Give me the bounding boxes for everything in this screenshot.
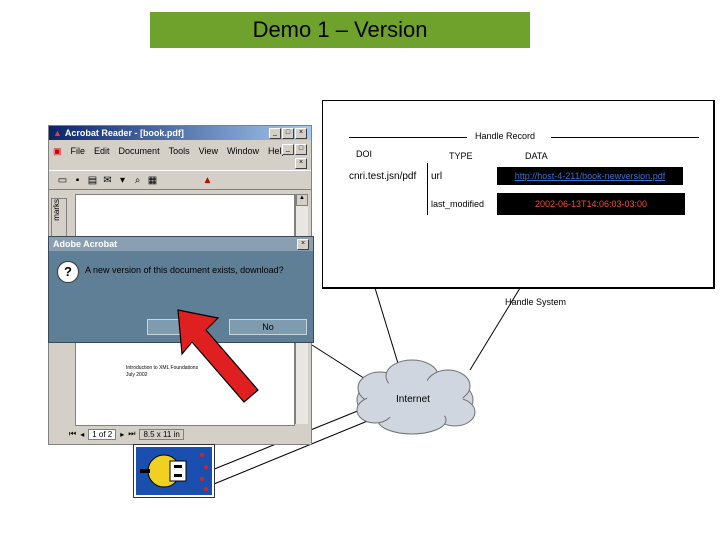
date-value-box: 2002-06-13T14:06:03-03:00 <box>497 193 685 215</box>
last-modified-value: 2002-06-13T14:06:03-03:00 <box>534 199 648 209</box>
pointer-arrow-graphic <box>177 309 259 403</box>
type-column <box>427 163 498 215</box>
column-header-type: TYPE <box>449 151 473 161</box>
print-icon[interactable]: ▤ <box>87 174 98 186</box>
row-type-url: url <box>431 171 443 182</box>
connector-line <box>469 287 521 371</box>
handle-record-title: Handle Record <box>475 131 536 141</box>
handle-system-label: Handle System <box>505 297 567 307</box>
page-size: 8.5 x 11 in <box>139 428 184 440</box>
dialog-titlebar: Adobe Acrobat <box>49 237 313 251</box>
window-title: Acrobat Reader - [book.pdf] <box>64 128 184 138</box>
first-page-icon[interactable]: ⏮ <box>69 429 77 438</box>
column-header-doi: DOI <box>356 149 373 159</box>
acrobat-logo-icon: ▲ <box>53 128 62 138</box>
toolbar: ▭ ▪ ▤ ✉ ▾ ⌕ ▦ ▲ <box>49 170 311 190</box>
page-number: 1 of 2 <box>88 428 117 440</box>
dialog-close-button[interactable]: × <box>297 239 309 250</box>
slide-title: Demo 1 – Version <box>150 12 530 48</box>
question-icon: ? <box>57 261 79 283</box>
url-value-box: http://host-4-211/book-newversion.pdf <box>497 167 683 185</box>
next-page-icon[interactable]: ▸ <box>120 429 125 439</box>
dialog-title: Adobe Acrobat <box>53 239 118 249</box>
divider <box>349 137 467 138</box>
bookmarks-tab[interactable]: marks <box>51 198 67 240</box>
internet-label: Internet <box>396 394 430 405</box>
doc-minimize-button[interactable]: _ <box>282 144 294 155</box>
prev-page-icon[interactable]: ◂ <box>80 429 85 439</box>
email-icon[interactable]: ✉ <box>103 174 112 186</box>
cloud-fill <box>367 380 463 420</box>
plug-graphic <box>136 447 212 495</box>
doi-value: cnri.test.jsn/pdf <box>349 171 417 182</box>
minimize-button[interactable]: _ <box>269 128 281 139</box>
connector-line <box>311 344 371 383</box>
menu-edit[interactable]: Edit <box>94 146 110 156</box>
document-icon: ▣ <box>53 145 62 156</box>
connector-line <box>374 287 401 371</box>
save-icon[interactable]: ▪ <box>75 174 80 186</box>
column-header-data: DATA <box>525 151 548 161</box>
menu-tools[interactable]: Tools <box>168 146 190 156</box>
search-icon[interactable]: ⌕ <box>134 174 141 186</box>
last-page-icon[interactable]: ⏭ <box>128 429 136 438</box>
menu-bar: ▣ File Edit Document Tools View Window H… <box>53 144 286 158</box>
connector-line <box>213 419 371 485</box>
divider <box>551 137 699 138</box>
menu-window[interactable]: Window <box>226 146 259 156</box>
adobe-logo-icon: ▲ <box>202 174 213 186</box>
doc-restore-button[interactable]: □ <box>295 144 307 155</box>
window-titlebar: ▲ Acrobat Reader - [book.pdf] <box>49 126 311 140</box>
no-button[interactable]: No <box>229 319 307 335</box>
menu-help[interactable]: Help <box>267 146 287 156</box>
scroll-up-icon[interactable]: ▲ <box>296 194 308 206</box>
close-button[interactable]: × <box>295 128 307 139</box>
dialog-message: A new version of this document exists, d… <box>85 265 284 275</box>
menu-file[interactable]: File <box>70 146 86 156</box>
row-type-last-modified: last_modified <box>431 199 485 209</box>
open-icon[interactable]: ▭ <box>57 174 68 186</box>
page-icon[interactable]: ▦ <box>147 174 158 186</box>
menu-document[interactable]: Document <box>118 146 160 156</box>
dropdown-icon[interactable]: ▾ <box>119 174 126 186</box>
plug-icon <box>133 444 215 498</box>
bookmarks-tab-label: marks <box>52 199 61 221</box>
url-value[interactable]: http://host-4-211/book-newversion.pdf <box>514 171 666 181</box>
red-arrow-icon <box>177 309 259 403</box>
page-heading: Introduction to XML Foundations <box>126 365 199 371</box>
menu-view[interactable]: View <box>198 146 218 156</box>
page-date: July 2002 <box>126 372 148 378</box>
doc-close-button[interactable]: × <box>295 158 307 169</box>
status-bar: ⏮ ◂ 1 of 2 ▸ ⏭ 8.5 x 11 in <box>49 426 311 442</box>
maximize-button[interactable]: □ <box>282 128 294 139</box>
handle-record-panel: Handle Record DOI TYPE DATA cnri.test.js… <box>322 100 715 307</box>
